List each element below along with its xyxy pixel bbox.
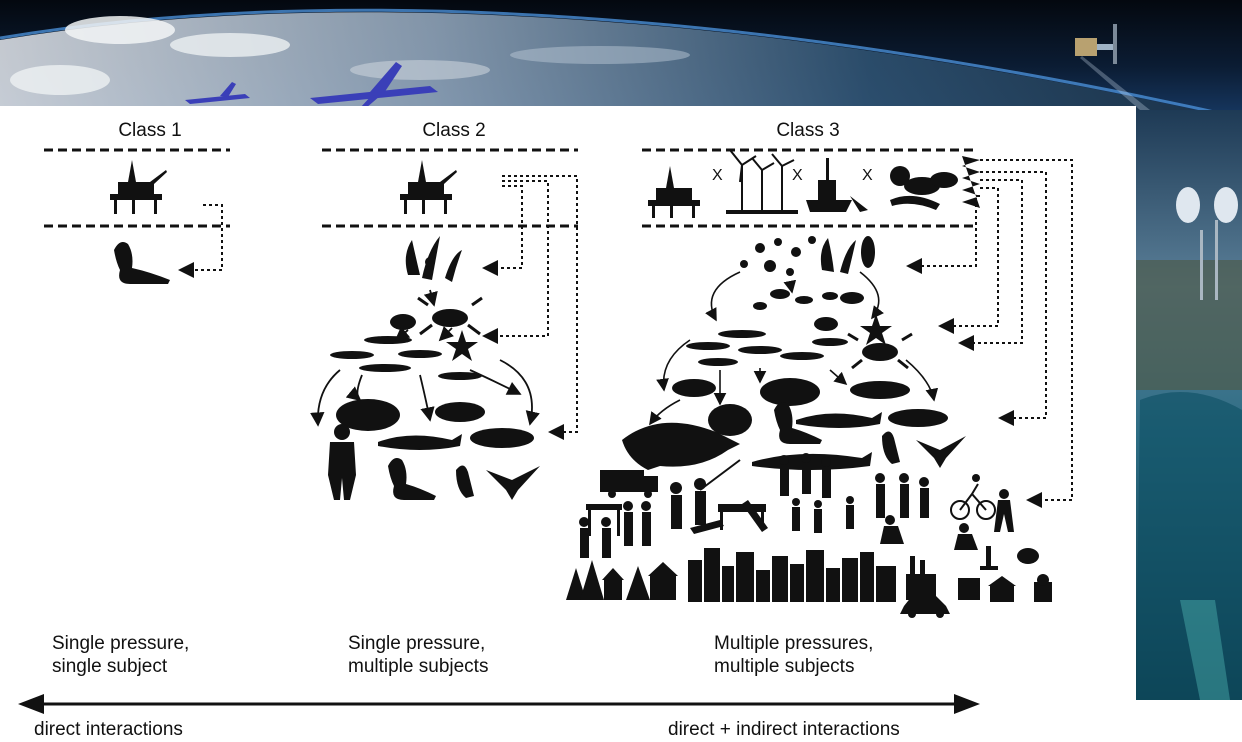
art-palette-icon <box>1017 548 1039 564</box>
class-1-title: Class 1 <box>118 120 182 141</box>
class-1-impact-arrow <box>178 204 223 278</box>
cod-icon <box>435 402 485 422</box>
city-skyline-icon <box>688 548 896 602</box>
oil-platform-icon <box>400 160 457 214</box>
class-3-title: Class 3 <box>776 120 840 141</box>
class-1-group <box>44 148 230 284</box>
class-3-description: Multiple pressures, multiple subjects <box>714 632 873 678</box>
class-2-description-line-1: Single pressure, <box>348 633 486 654</box>
class-2-food-web-arrows <box>310 289 540 427</box>
class-3-description-line-2: multiple subjects <box>714 656 855 677</box>
cod-icon <box>672 379 716 397</box>
class-1-description-line-2: single subject <box>52 656 168 677</box>
multiplier-x-3: X <box>862 167 873 184</box>
sitting-people-icon <box>880 515 978 550</box>
walker-icon <box>994 489 1014 532</box>
starfish-icon <box>860 314 892 345</box>
drone-aircraft-small-icon <box>185 82 250 104</box>
sea-lion-icon <box>114 242 170 284</box>
salmon-icon <box>470 428 534 448</box>
people-group-icon <box>579 453 929 558</box>
factory-icon <box>906 556 936 600</box>
forage-fish-school-icon <box>686 330 848 366</box>
crab-icon <box>417 296 483 336</box>
microscope-icon <box>980 546 998 570</box>
zooplankton-icon <box>753 289 864 310</box>
class-3-food-web-arrows <box>649 271 939 426</box>
seaweed-icon <box>405 236 462 282</box>
starfish-icon <box>446 330 478 361</box>
oil-platform-icon <box>110 160 167 214</box>
axis-right-label: direct + indirect interactions <box>668 719 900 740</box>
class-1-description: Single pressure, single subject <box>52 632 189 678</box>
shark-icon <box>378 434 462 450</box>
truck-icon <box>600 470 658 498</box>
class-1-description-line-1: Single pressure, <box>52 633 190 654</box>
ocean-observatory-background <box>1136 110 1242 742</box>
class-2-description: Single pressure, multiple subjects <box>348 632 488 678</box>
cormorant-icon <box>486 466 540 500</box>
class-2-title: Class 2 <box>422 120 486 141</box>
cormorant-icon <box>916 436 966 468</box>
salmon-icon <box>888 409 948 427</box>
wind-turbines-icon <box>726 149 798 214</box>
multiplier-x-2: X <box>792 167 803 184</box>
climate-change-icon <box>890 166 958 210</box>
trees-and-houses-icon <box>566 560 678 600</box>
fishing-rod-icon <box>699 459 741 491</box>
small-invertebrate-icon <box>814 317 838 331</box>
orca-icon <box>622 422 740 470</box>
flatfish-icon <box>760 378 820 406</box>
crab-icon <box>847 332 913 370</box>
class-3-group: X X X <box>566 148 1073 618</box>
sea-lion-icon <box>388 458 436 500</box>
oil-platform-icon <box>648 166 700 218</box>
rockfish-icon <box>708 404 752 436</box>
car-icon <box>900 596 950 618</box>
seaweed-icon <box>820 236 875 274</box>
class-2-impact-arrow-predators <box>502 175 578 440</box>
fishing-vessel-icon <box>806 158 868 212</box>
drone-aircraft-large-icon <box>310 62 438 108</box>
diagram-panel <box>0 106 1136 742</box>
seabird-icon <box>882 431 900 464</box>
satellite-icon <box>1075 24 1150 110</box>
salmon-icon <box>850 381 910 399</box>
small-invertebrate-icon <box>390 314 416 330</box>
public-buildings-icon <box>958 574 1052 602</box>
sea-lion-icon <box>774 402 822 444</box>
pressures-sawtooth-edge <box>962 156 980 208</box>
class-3-impact-arrows <box>906 159 1073 508</box>
class-2-description-line-2: multiple subjects <box>348 656 489 677</box>
class-2-group <box>310 148 578 500</box>
seabird-icon <box>456 465 474 498</box>
plankton-icon <box>740 236 816 276</box>
class-2-impact-arrow-plants <box>482 185 523 276</box>
bench-park-icon <box>690 500 768 534</box>
cyclist-icon <box>950 474 996 520</box>
flatfish-icon <box>336 399 400 431</box>
human-fisher-icon <box>328 424 356 500</box>
interaction-axis-arrow <box>18 694 980 714</box>
multiplier-x-1: X <box>712 167 723 184</box>
axis-left-label: direct interactions <box>34 719 183 740</box>
class-3-description-line-1: Multiple pressures, <box>714 633 874 654</box>
market-stand-icon <box>586 504 622 536</box>
